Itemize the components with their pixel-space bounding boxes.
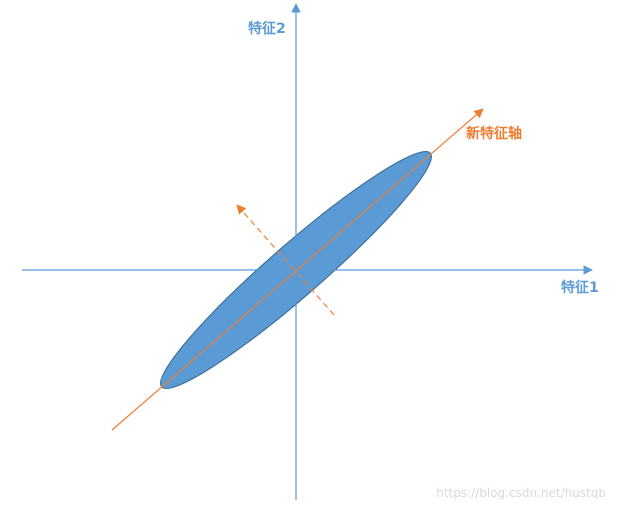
new-axis-label: 新特征轴: [466, 125, 522, 142]
x-axis-label: 特征1: [561, 279, 599, 296]
new-feature-axis-line: [111, 108, 484, 431]
secondary-axis-dashed-line: [236, 204, 335, 316]
watermark-text: https://blog.csdn.net/hustqb: [436, 486, 606, 500]
y-axis-label: 特征2: [248, 20, 286, 37]
